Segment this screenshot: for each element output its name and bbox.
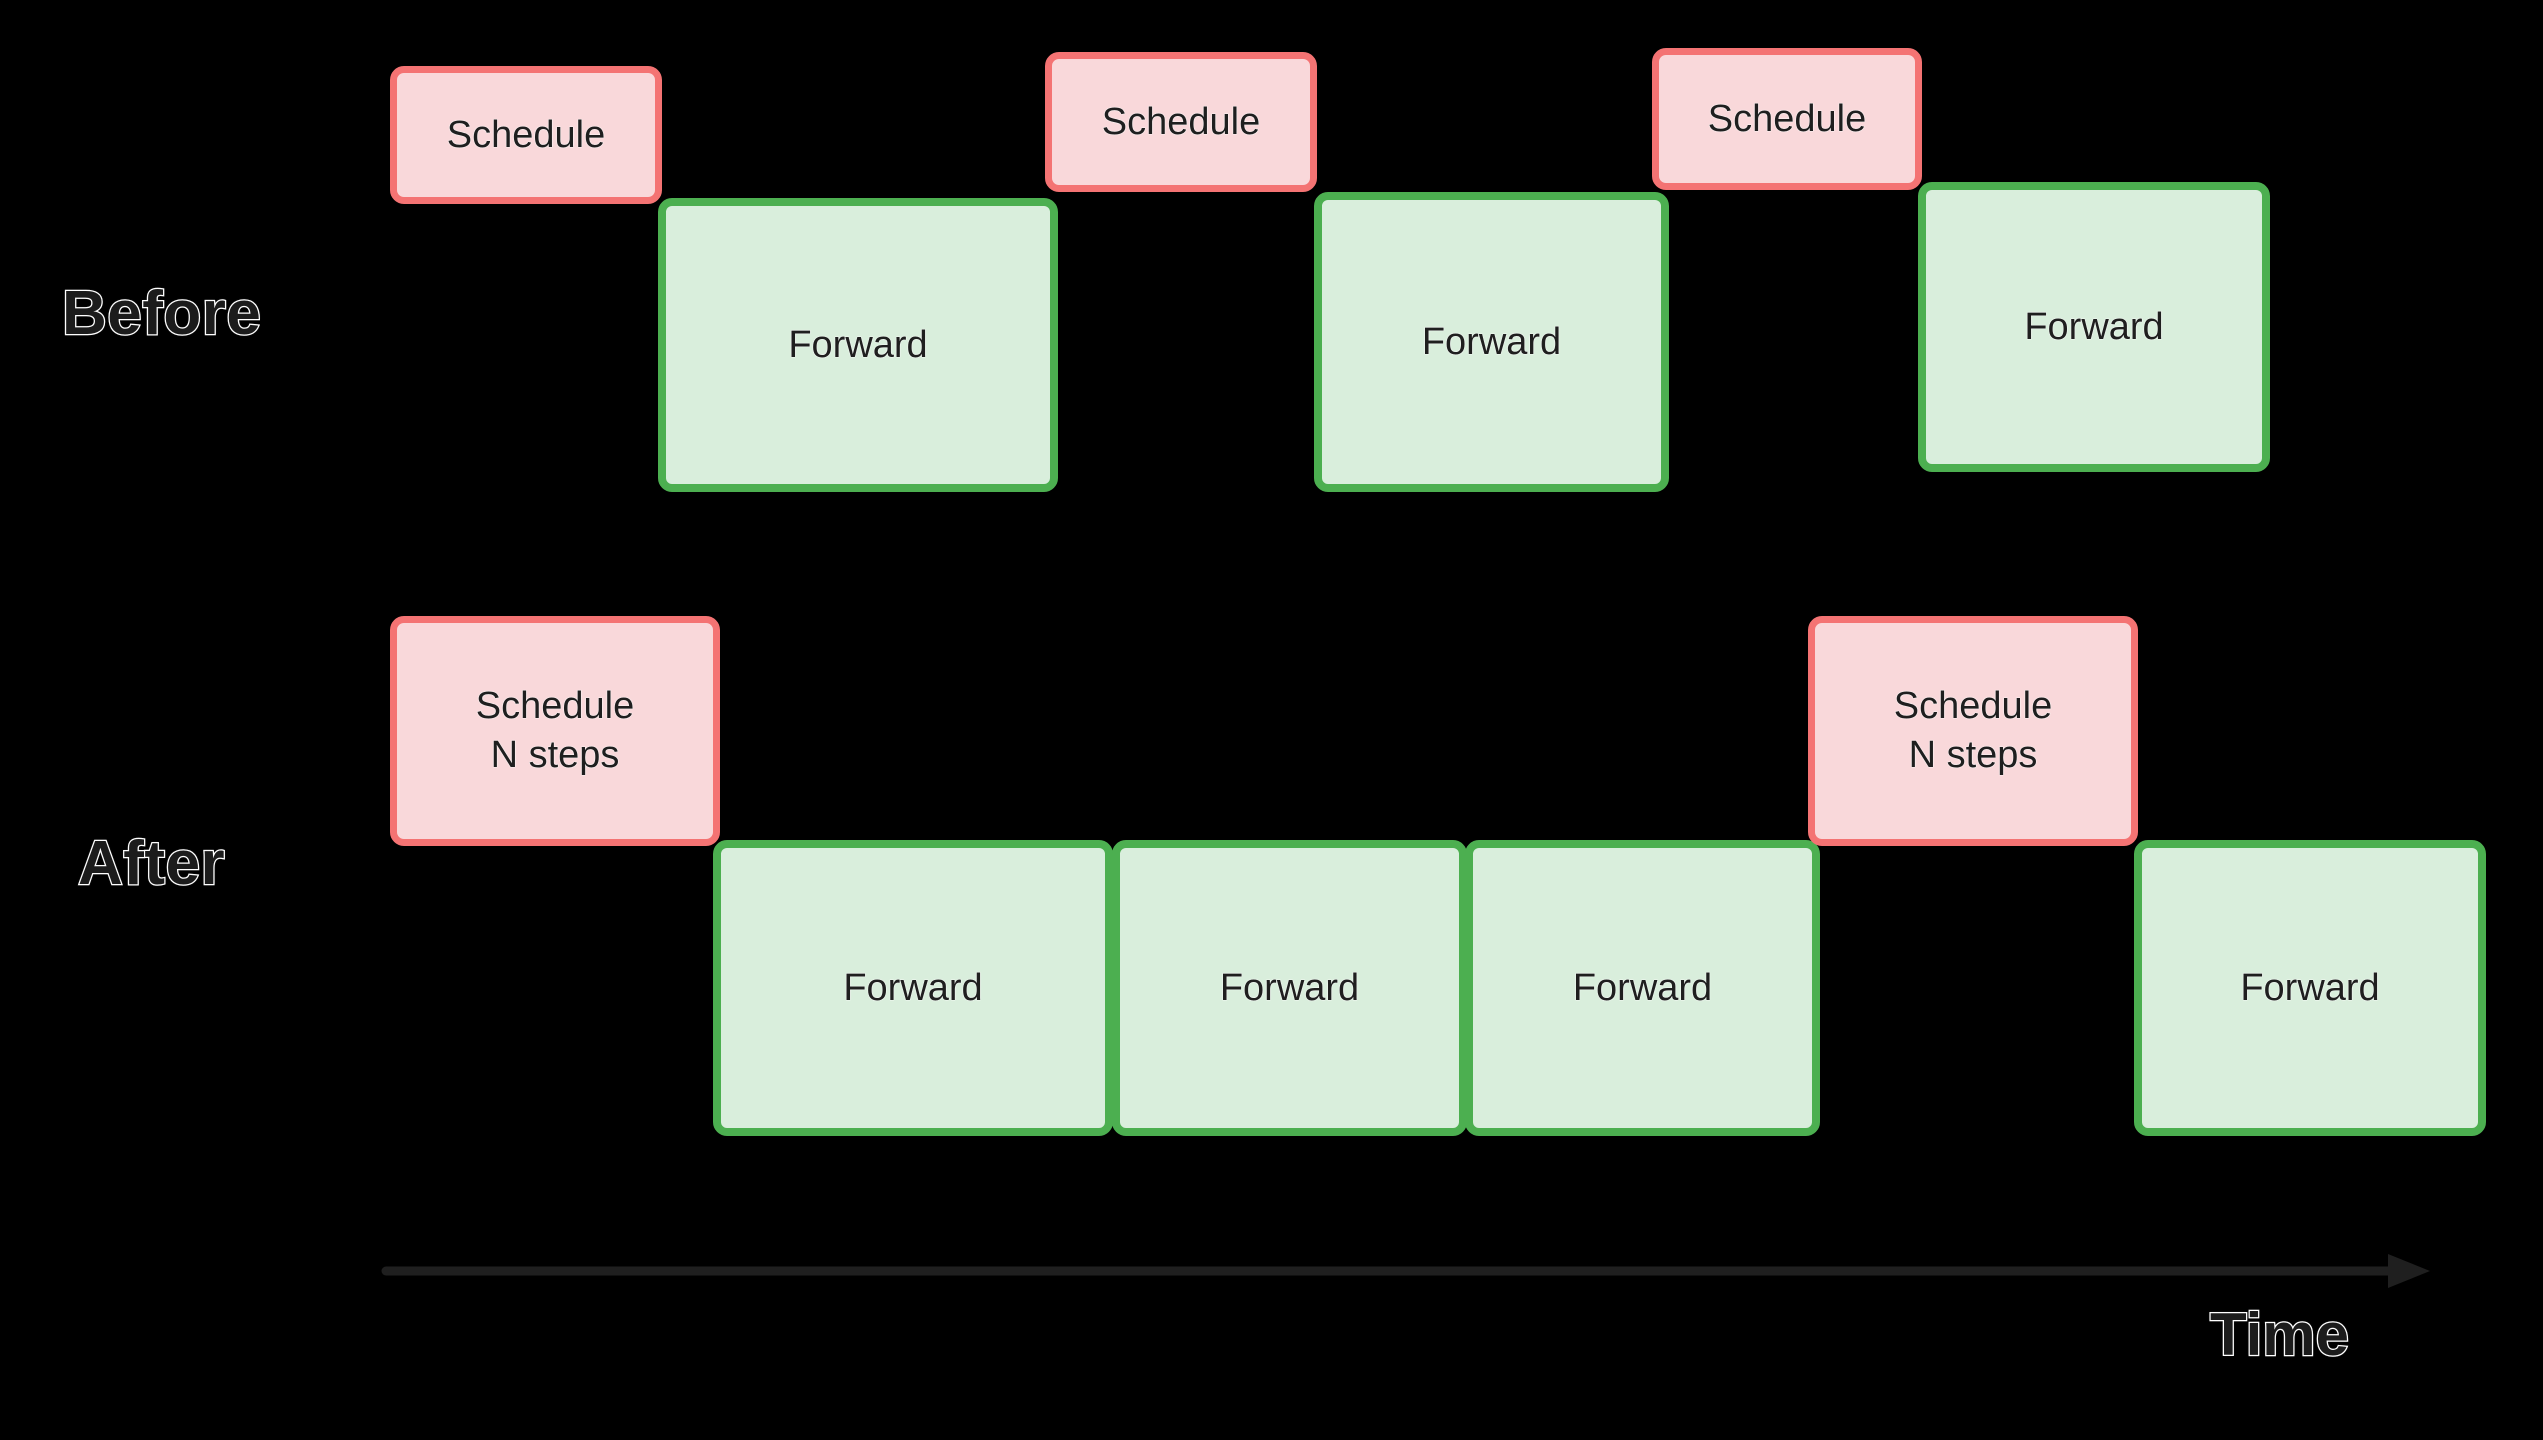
after-schedule-box-1: Schedule N steps bbox=[390, 616, 720, 846]
before-schedule-box-3: Schedule bbox=[1652, 48, 1922, 190]
row-label-before: Before bbox=[61, 278, 262, 350]
after-forward-box-4: Forward bbox=[2134, 840, 2486, 1136]
after-forward-box-3: Forward bbox=[1465, 840, 1820, 1136]
row-label-after: After bbox=[77, 828, 226, 900]
box-label: Forward bbox=[1219, 966, 1360, 1009]
before-schedule-box-1: Schedule bbox=[390, 66, 662, 204]
box-label: Forward bbox=[788, 323, 928, 366]
box-label: Forward bbox=[843, 966, 983, 1009]
time-axis-arrow bbox=[380, 1248, 2430, 1294]
box-label: Schedule bbox=[1707, 97, 1867, 140]
box-label: Schedule N steps bbox=[1893, 685, 2053, 776]
before-schedule-box-2: Schedule bbox=[1045, 52, 1317, 192]
box-label: Forward bbox=[1421, 320, 1562, 363]
before-forward-box-3: Forward bbox=[1918, 182, 2270, 472]
after-schedule-box-2: Schedule N steps bbox=[1808, 616, 2138, 846]
box-label: Forward bbox=[1572, 966, 1713, 1009]
time-axis-label: Time bbox=[2209, 1300, 2350, 1370]
box-label: Forward bbox=[2240, 966, 2380, 1009]
before-forward-box-1: Forward bbox=[658, 198, 1058, 492]
before-forward-box-2: Forward bbox=[1314, 192, 1669, 492]
box-label: Schedule N steps bbox=[475, 685, 635, 776]
box-label: Forward bbox=[2024, 305, 2164, 348]
box-label: Schedule bbox=[1101, 100, 1261, 143]
box-label: Schedule bbox=[446, 113, 606, 156]
after-forward-box-2: Forward bbox=[1112, 840, 1467, 1136]
after-forward-box-1: Forward bbox=[713, 840, 1113, 1136]
